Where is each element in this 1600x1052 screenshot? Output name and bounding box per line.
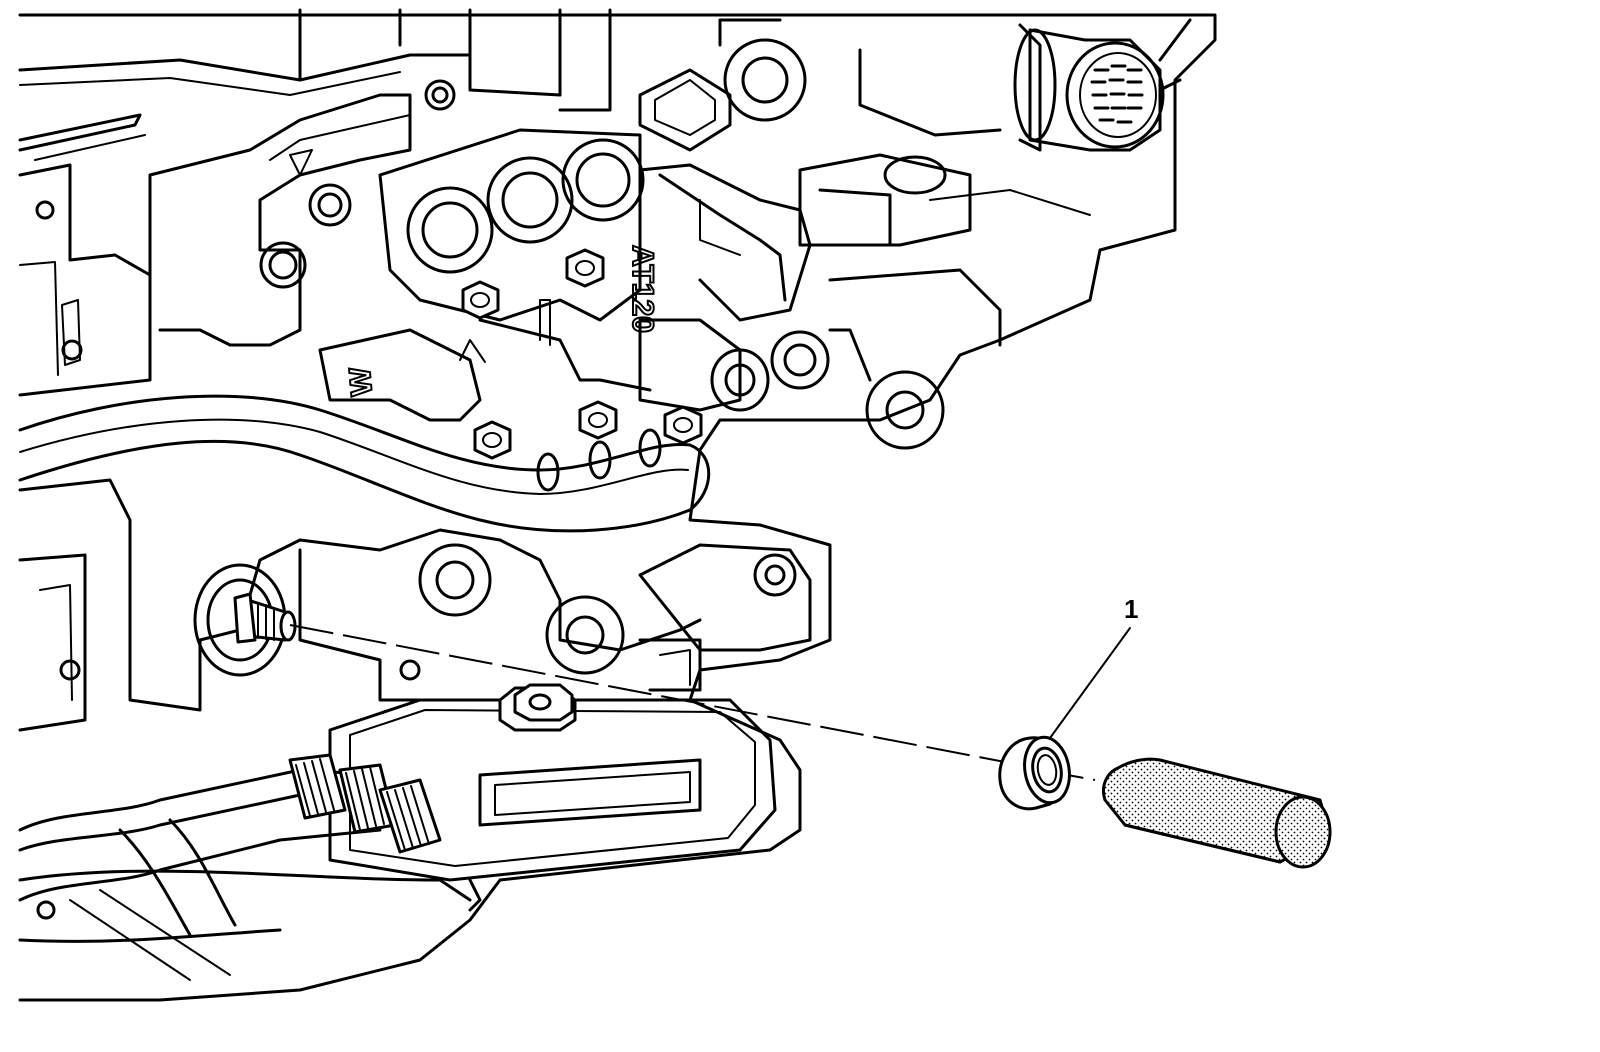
electrical-connector [1013,18,1192,152]
casting-marking-at120: AT120 [626,245,659,333]
valve-body-bolt [578,400,618,440]
wiring-harness [18,753,442,937]
transmission-case: W AT120 [18,8,1217,1002]
seal-installer-tool [1102,757,1332,869]
valve-body-bolt [461,280,500,320]
side-cover [328,683,777,882]
valve-body-bolt [663,405,703,445]
callout-1: 1 [1049,594,1138,739]
shaft-seal [998,735,1071,811]
valve-body-bolt [473,420,512,460]
callout-number: 1 [1124,594,1138,624]
valve-body: W AT120 [318,128,945,460]
installation-centerline [289,624,1006,763]
shaft-bore [193,563,297,677]
callout-leader-line [1049,627,1131,739]
casting-marking-w: W [344,366,379,398]
cooler-line [18,394,711,533]
valve-body-bolt [565,248,605,288]
